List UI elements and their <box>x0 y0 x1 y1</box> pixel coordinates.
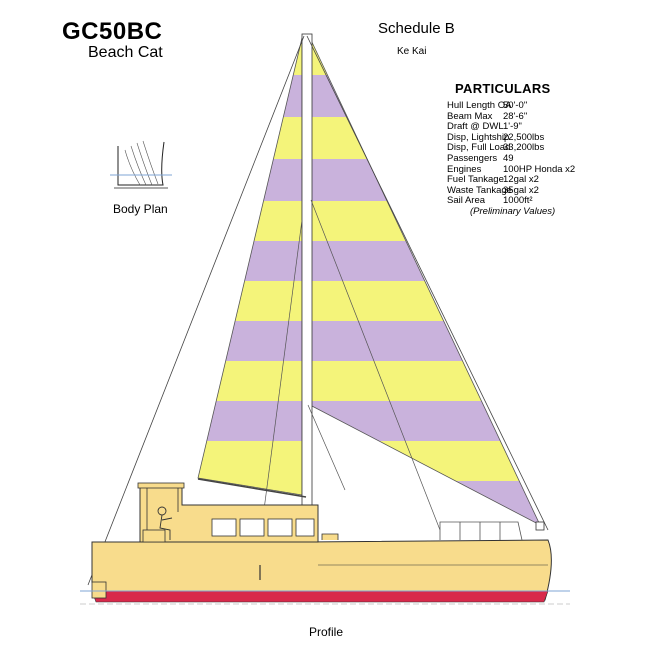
particular-label: Passengers <box>447 152 498 164</box>
particular-label: Fuel Tankage <box>447 174 504 186</box>
particular-label: Disp, Lightship <box>447 131 510 143</box>
sail-stripe-purple <box>310 481 540 525</box>
drawing-title: GC50BC <box>62 18 163 45</box>
sail-stripe-purple <box>198 321 302 361</box>
particular-label: Hull Length OA <box>447 100 512 111</box>
particular-label: Waste Tankage <box>447 184 512 196</box>
sail-stripe-purple <box>198 159 302 201</box>
bimini-top <box>137 482 185 489</box>
particular-value: 49 <box>503 152 514 164</box>
sail-stripe-yellow <box>310 201 540 241</box>
cabin-windows <box>211 518 315 537</box>
sail-stripe-yellow <box>310 38 540 75</box>
sail-stripe-purple <box>310 241 540 281</box>
sail-stripe-yellow <box>310 117 540 159</box>
particular-value: 12gal x2 <box>503 174 539 186</box>
particular-value: 1'-9" <box>503 121 522 133</box>
particular-value: 1000ft² <box>503 195 533 207</box>
body-plan-label: Body Plan <box>113 202 168 216</box>
boom <box>197 478 307 498</box>
cabin-window <box>295 518 315 537</box>
body-plan-hull-outline <box>117 141 165 186</box>
backstay <box>87 35 305 586</box>
cabin-window <box>211 518 237 537</box>
particular-value: 28'-6" <box>503 110 528 122</box>
sail-stripe-purple <box>310 75 540 117</box>
particular-label: Engines <box>447 163 482 175</box>
sail-stripe-purple <box>310 321 540 361</box>
shroud <box>310 199 441 531</box>
sail-stripe-yellow <box>198 201 302 241</box>
particular-label: Disp, Full Load <box>447 142 511 154</box>
bow-fitting <box>535 521 545 531</box>
body-plan-drawing <box>110 140 172 189</box>
profile-label: Profile <box>309 625 344 639</box>
sail-stripe-yellow <box>198 117 302 159</box>
particulars-row: Beam Max 28'-6" <box>447 110 575 123</box>
sail-stripe-yellow <box>198 38 302 75</box>
particular-label: Beam Max <box>447 110 493 122</box>
particulars-row: Sail Area 1000ft² <box>447 196 575 207</box>
drawing-subtitle: Beach Cat <box>88 44 163 61</box>
mast <box>301 33 313 535</box>
particulars-row: Passengers 49 <box>447 152 575 165</box>
particular-label: Draft @ DWL <box>447 121 504 133</box>
sail-stripe-purple <box>198 401 302 441</box>
helm-seat <box>142 529 166 543</box>
schedule-label: Schedule B <box>378 20 455 37</box>
particulars-row: Engines 100HP Honda x2 <box>447 163 576 176</box>
sail-stripe-yellow <box>310 441 540 481</box>
sail-stripe-purple <box>310 159 540 201</box>
sail-stripe-purple <box>198 241 302 281</box>
sail-stripe-yellow <box>198 361 302 401</box>
stern-step <box>91 581 107 599</box>
sail-stripe-yellow <box>198 441 302 495</box>
particular-value: 35gal x2 <box>503 184 539 196</box>
boot-stripe <box>91 590 549 603</box>
helmsman-figure <box>157 506 173 540</box>
deck-seat <box>321 533 339 540</box>
cabin-window <box>267 518 293 537</box>
sail-stripe-yellow <box>310 361 540 401</box>
particular-value: 33,200lbs <box>503 142 545 154</box>
sheet-line <box>307 404 346 491</box>
bow-rail <box>439 521 523 541</box>
particular-value: 50'-0" <box>503 100 528 111</box>
cabin-window <box>239 518 265 537</box>
shroud <box>261 219 303 526</box>
boat-name: Ke Kai <box>397 46 427 57</box>
mainsail <box>198 38 302 495</box>
particular-value: 100HP Honda x2 <box>503 163 576 175</box>
preliminary-note: (Preliminary Values) <box>470 206 556 217</box>
sail-stripe-yellow <box>198 281 302 321</box>
particular-label: Sail Area <box>447 195 486 207</box>
particular-value: 22,500lbs <box>503 131 545 143</box>
sail-stripe-yellow <box>310 281 540 321</box>
forestay <box>306 35 549 531</box>
body-plan-station-lines <box>124 140 159 186</box>
particulars-heading: PARTICULARS <box>455 81 551 96</box>
